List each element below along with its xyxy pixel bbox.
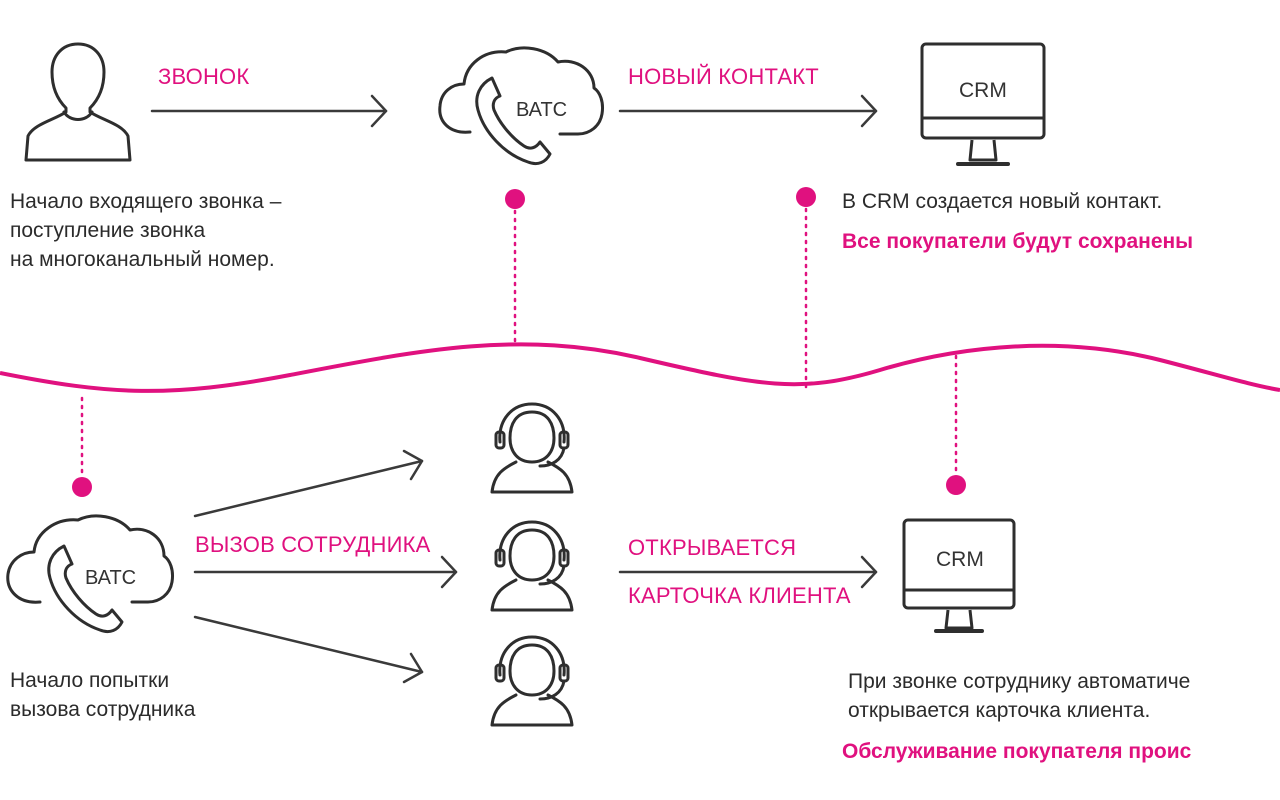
separator-wave bbox=[0, 342, 1280, 393]
top-crm-description: В CRM создается новый контакт. bbox=[842, 190, 1163, 213]
call-label: ЗВОНОК bbox=[158, 64, 250, 89]
caller-description: Начало входящего звонка – поступление зв… bbox=[10, 188, 281, 275]
top-crm-label: CRM bbox=[959, 79, 1007, 102]
caller-description-line: на многоканальный номер. bbox=[10, 247, 275, 271]
operator-3-headset-icon bbox=[490, 635, 574, 727]
bottom-crm-accent: Обслуживание покупателя проис bbox=[842, 740, 1192, 763]
arrow-call bbox=[150, 94, 388, 128]
operator-2-headset-icon bbox=[490, 520, 574, 612]
top-vats-cloud-phone-icon bbox=[438, 46, 604, 166]
bottom-vats-cloud-phone-icon bbox=[6, 514, 174, 634]
top-vats-label: ВАТС bbox=[516, 99, 568, 121]
bottom-crm-label: CRM bbox=[936, 548, 984, 571]
arrows-call-employee bbox=[193, 449, 458, 684]
bottom-crm-description: При звонке сотруднику автоматиче открыва… bbox=[848, 668, 1190, 726]
bottom-crm-monitor-icon bbox=[902, 518, 1016, 633]
operator-1-headset-icon bbox=[490, 402, 574, 494]
top-crm-monitor-icon bbox=[920, 42, 1046, 166]
top-connectors bbox=[505, 187, 816, 392]
arrow-new-contact bbox=[618, 94, 878, 128]
bottom-crm-description-line: открывается карточка клиента. bbox=[848, 698, 1151, 722]
call-employee-label: ВЫЗОВ СОТРУДНИКА bbox=[195, 532, 431, 557]
new-contact-label: НОВЫЙ КОНТАКТ bbox=[628, 64, 819, 89]
bottom-connectors bbox=[72, 354, 966, 497]
vats-attempt-line: Начало попытки bbox=[10, 669, 170, 692]
top-crm-accent: Все покупатели будут сохранены bbox=[842, 230, 1194, 253]
opens-label: ОТКРЫВАЕТСЯ bbox=[628, 535, 797, 560]
vats-attempt-line: вызова сотрудника bbox=[10, 697, 196, 721]
bottom-crm-description-line: При звонке сотруднику автоматиче bbox=[848, 670, 1191, 693]
caller-description-line: Начало входящего звонка – bbox=[10, 190, 282, 213]
arrow-opens-card bbox=[618, 555, 878, 589]
bottom-vats-label: ВАТС bbox=[85, 567, 137, 589]
vats-attempt-description: Начало попытки вызова сотрудника bbox=[10, 667, 195, 725]
caller-description-line: поступление звонка bbox=[10, 218, 206, 242]
caller-user-icon bbox=[24, 42, 132, 162]
client-card-label: КАРТОЧКА КЛИЕНТА bbox=[628, 583, 851, 608]
